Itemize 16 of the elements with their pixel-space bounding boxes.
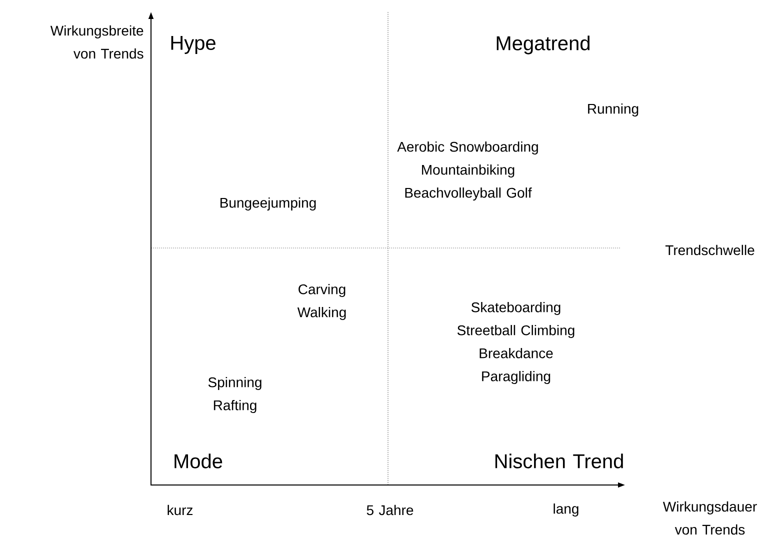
- sport-list: Carving Walking: [297, 284, 346, 320]
- sport-list: Skateboarding Streetball Climbing Breakdance Paragliding: [457, 302, 574, 384]
- threshold-label: Trendschwelle: [665, 244, 754, 256]
- tick-label: 5 Jahre: [366, 504, 414, 516]
- quadrant-label: Megatrend: [496, 36, 590, 54]
- sport-list: Spinning Rafting: [208, 376, 262, 414]
- quadrant-label: Hype: [171, 36, 216, 54]
- tick-label: kurz: [168, 504, 193, 516]
- sport-list: Aerobic Snowboarding Mountainbiking Beachvolleyball Golf: [397, 141, 538, 201]
- sport-label: Bungeejumping: [220, 197, 316, 211]
- quadrant-label: Mode: [174, 454, 222, 468]
- quadrant-label: Nischen Trend: [495, 454, 623, 468]
- tick-label: lang: [554, 503, 578, 517]
- axis-title: Wirkungsdauer von Trends: [662, 501, 757, 535]
- sport-label: Running: [588, 103, 638, 117]
- axis-title: Wirkungsbreite von Trends: [50, 25, 144, 59]
